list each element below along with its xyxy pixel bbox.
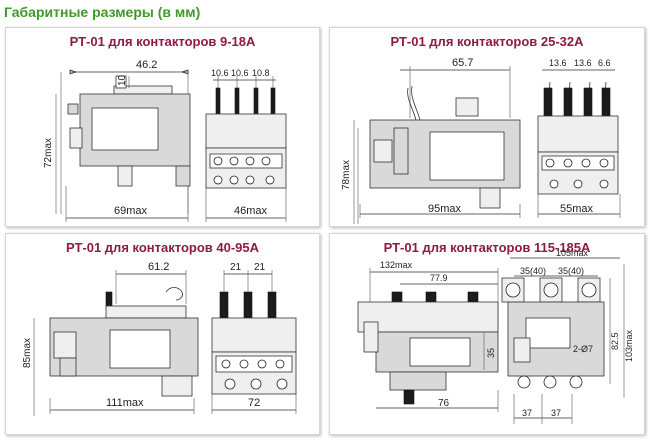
- dim-height: 72max: [43, 138, 54, 168]
- dim-front-top: 105max: [556, 248, 589, 258]
- side-view: [33, 270, 199, 416]
- dim-bottom: 76: [438, 398, 450, 409]
- front-view: [537, 69, 621, 218]
- dimension-drawing: 61.2 85max 111max 21 21 72: [22, 261, 297, 416]
- dim-bottom-1: 37: [522, 408, 532, 418]
- dim-pitch-1: 10.6: [211, 68, 229, 78]
- dim-pitch-2: 10.6: [231, 68, 249, 78]
- panel-25-32a: РТ-01 для контакторов 25-32А 65.7 78max …: [329, 27, 645, 227]
- dim-top: 61.2: [148, 261, 169, 273]
- dimension-drawing: 132max 77.9 35 76 105max: [357, 248, 634, 424]
- panel-title: РТ-01 для контакторов 115-185А: [383, 240, 591, 255]
- dim-height: 78max: [341, 160, 352, 190]
- side-view: [353, 66, 521, 224]
- page-title: Габаритные размеры (в мм): [4, 4, 201, 20]
- dim-pitch-1: 13.6: [549, 58, 567, 68]
- dim-pitch-3: 6.6: [598, 58, 611, 68]
- dim-pitch-top-2: 35(40): [558, 266, 584, 276]
- dim-top: 46.2: [136, 59, 157, 71]
- panel-title: РТ-01 для контакторов 9-18А: [69, 34, 256, 49]
- panel-115-185a: РТ-01 для контакторов 115-185А 132max 77…: [329, 233, 645, 435]
- panel-40-95a: РТ-01 для контакторов 40-95А 61.2 85max …: [5, 233, 320, 435]
- dim-right-inner: 82.5: [610, 332, 620, 350]
- front-view: [501, 257, 625, 424]
- dim-pitch-1: 21: [230, 262, 242, 273]
- dimension-drawing: 46.2 10 72max 69max: [43, 59, 287, 222]
- panel-title: РТ-01 для контакторов 40-95А: [65, 240, 260, 255]
- panel-title: РТ-01 для контакторов 25-32А: [390, 34, 584, 49]
- dim-top: 65.7: [452, 57, 473, 69]
- front-view: [205, 76, 287, 222]
- dim-height: 85max: [22, 338, 33, 368]
- dim-front-bottom: 46max: [234, 205, 268, 217]
- dim-front-bottom: 72: [248, 397, 260, 409]
- dim-pitch-2: 21: [254, 262, 266, 273]
- side-view: [55, 69, 191, 222]
- dim-side-hole: 2-Ø7: [573, 344, 593, 354]
- dim-pitch-2: 13.6: [574, 58, 592, 68]
- dim-bottom: 69max: [114, 205, 148, 217]
- dim-bottom: 111max: [106, 397, 144, 409]
- panel-9-18a: РТ-01 для контакторов 9-18А 46.2 10 72ma…: [5, 27, 320, 227]
- front-view: [211, 270, 297, 414]
- dim-bottom: 95max: [428, 203, 462, 215]
- dim-right-outer: 103max: [624, 329, 634, 362]
- dim-top-inner: 77.9: [430, 273, 448, 283]
- dim-side-small: 10: [117, 74, 128, 86]
- dim-front-bottom: 55max: [560, 203, 594, 215]
- dimension-drawing: 65.7 78max 95max 13.6: [341, 57, 621, 224]
- dim-top-max: 132max: [380, 260, 413, 270]
- dim-bottom-2: 37: [551, 408, 561, 418]
- dim-height-small: 35: [486, 348, 496, 358]
- dim-pitch-top-1: 35(40): [520, 266, 546, 276]
- side-view: [357, 268, 499, 412]
- dim-pitch-3: 10.8: [252, 68, 270, 78]
